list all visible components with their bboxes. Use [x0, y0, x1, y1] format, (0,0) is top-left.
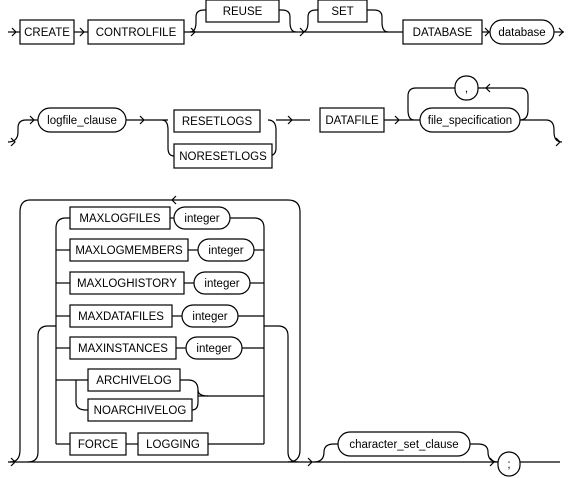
- keyword-reuse: REUSE: [205, 0, 280, 23]
- controlfile-label: CONTROLFILE: [96, 27, 177, 39]
- keyword-noarchivelog: NOARCHIVELOG: [87, 398, 193, 422]
- archivelog-label: ARCHIVELOG: [96, 375, 171, 387]
- logfile-clause-label: logfile_clause: [47, 115, 117, 127]
- param-integer-2: integer: [197, 238, 255, 262]
- row-3: MAXLOGFILES integer MAXLOGMEMBERS intege…: [8, 195, 560, 477]
- keyword-create: CREATE: [19, 19, 75, 45]
- set-label: SET: [331, 6, 353, 18]
- integer-label-4: integer: [192, 311, 227, 323]
- param-database: database: [489, 19, 555, 45]
- semicolon-label: ;: [507, 459, 510, 471]
- keyword-resetlogs: RESETLOGS: [173, 109, 261, 133]
- separator-comma: ,: [454, 75, 479, 101]
- keyword-controlfile: CONTROLFILE: [87, 19, 185, 45]
- terminator-semicolon: ;: [497, 451, 521, 477]
- param-file-specification: file_specification: [419, 107, 521, 133]
- keyword-maxinstances: MAXINSTANCES: [69, 336, 177, 360]
- param-integer-5: integer: [185, 336, 243, 360]
- keyword-logging: LOGGING: [137, 432, 209, 456]
- keyword-force: FORCE: [69, 432, 127, 456]
- file-specification-label: file_specification: [428, 115, 512, 127]
- keyword-maxlogmembers: MAXLOGMEMBERS: [69, 238, 189, 262]
- create-label: CREATE: [24, 27, 70, 39]
- noresetlogs-label: NORESETLOGS: [179, 151, 267, 163]
- param-integer-1: integer: [173, 206, 231, 230]
- resetlogs-label: RESETLOGS: [182, 116, 253, 128]
- param-integer-4: integer: [181, 304, 239, 328]
- maxdatafiles-label: MAXDATAFILES: [78, 311, 164, 323]
- keyword-maxlogfiles: MAXLOGFILES: [69, 206, 171, 230]
- database-param-label: database: [498, 27, 545, 39]
- param-character-set-clause: character_set_clause: [337, 431, 471, 457]
- param-logfile-clause: logfile_clause: [37, 107, 127, 133]
- maxinstances-label: MAXINSTANCES: [78, 343, 168, 355]
- reuse-label: REUSE: [223, 6, 263, 18]
- keyword-noresetlogs: NORESETLOGS: [173, 143, 273, 169]
- maxlogfiles-label: MAXLOGFILES: [79, 213, 160, 225]
- keyword-set: SET: [317, 0, 368, 23]
- keyword-archivelog: ARCHIVELOG: [87, 368, 181, 392]
- character-set-clause-label: character_set_clause: [349, 439, 458, 451]
- keyword-datafile: DATAFILE: [319, 107, 385, 133]
- database-keyword-label: DATABASE: [413, 27, 473, 39]
- comma-label: ,: [465, 83, 468, 95]
- datafile-label: DATAFILE: [325, 115, 379, 127]
- noarchivelog-label: NOARCHIVELOG: [94, 405, 187, 417]
- maxlogmembers-label: MAXLOGMEMBERS: [75, 245, 183, 257]
- row-2: logfile_clause RESETLOGS NORESETLOGS DAT…: [7, 75, 563, 169]
- force-label: FORCE: [78, 439, 119, 451]
- integer-label-1: integer: [184, 213, 219, 225]
- maxloghistory-label: MAXLOGHISTORY: [77, 278, 177, 290]
- keyword-maxdatafiles: MAXDATAFILES: [69, 304, 173, 328]
- integer-label-3: integer: [204, 278, 239, 290]
- param-integer-3: integer: [193, 271, 251, 295]
- integer-label-5: integer: [196, 343, 231, 355]
- keyword-database: DATABASE: [402, 19, 483, 45]
- keyword-maxloghistory: MAXLOGHISTORY: [69, 271, 185, 295]
- row-1: CREATE CONTROLFILE REUSE SET DATABASE da…: [8, 0, 564, 45]
- logging-label: LOGGING: [146, 439, 200, 451]
- integer-label-2: integer: [208, 245, 243, 257]
